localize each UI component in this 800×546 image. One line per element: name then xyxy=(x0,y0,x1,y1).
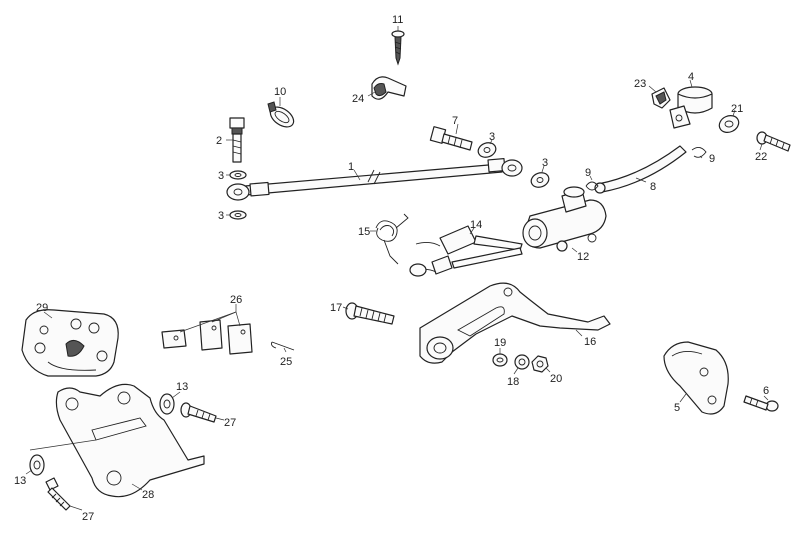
part-2-bolt xyxy=(229,117,245,163)
part-20-nut xyxy=(531,355,549,373)
part-1-brake-hose xyxy=(226,158,523,201)
part-12-master-cylinder xyxy=(522,186,607,252)
callout-6: 6 xyxy=(763,385,769,397)
leader-lines xyxy=(25,26,769,511)
callout-25: 25 xyxy=(280,356,292,368)
part-10-hose-clip xyxy=(267,101,295,128)
callout-9-left: 9 xyxy=(585,167,591,179)
part-15-spring xyxy=(375,213,409,265)
part-8-hose xyxy=(594,145,687,194)
part-19-washer xyxy=(492,353,508,367)
callout-16: 16 xyxy=(584,336,596,348)
callout-17: 17 xyxy=(330,302,342,314)
callout-21: 21 xyxy=(731,103,743,115)
callout-labels: 11 24 10 2 3 3 1 7 3 3 9 9 8 4 23 21 22 … xyxy=(14,14,769,523)
part-9-clips xyxy=(585,147,707,191)
part-13-washers xyxy=(29,393,175,476)
part-11-screw xyxy=(391,30,405,66)
callout-19: 19 xyxy=(494,337,506,349)
callout-10: 10 xyxy=(274,86,286,98)
callout-28: 28 xyxy=(142,489,154,501)
part-5-guard xyxy=(663,341,729,415)
part-29-caliper xyxy=(21,309,119,377)
callout-14: 14 xyxy=(470,219,482,231)
part-3-washers xyxy=(229,142,550,220)
callout-24: 24 xyxy=(352,93,364,105)
part-18-washer xyxy=(514,354,530,370)
part-23-bracket xyxy=(651,87,671,109)
callout-27-upper: 27 xyxy=(224,417,236,429)
callout-29: 29 xyxy=(36,302,48,314)
callout-7: 7 xyxy=(452,115,458,127)
callout-12: 12 xyxy=(577,251,589,263)
part-28-bracket-plate xyxy=(55,383,205,498)
callout-23: 23 xyxy=(634,78,646,90)
callout-5: 5 xyxy=(674,402,680,414)
callout-27-lower: 27 xyxy=(82,511,94,523)
part-7-bolt xyxy=(429,126,473,151)
callout-3-lower-right: 3 xyxy=(542,157,548,169)
part-14-push-rod xyxy=(409,225,523,277)
part-17-pivot-bolt xyxy=(345,302,395,325)
part-24-clamp xyxy=(371,76,407,100)
part-4-reservoir xyxy=(669,86,713,129)
part-25-pin xyxy=(271,341,295,351)
part-27-bolts xyxy=(45,402,217,511)
callout-8: 8 xyxy=(650,181,656,193)
callout-2: 2 xyxy=(216,135,222,147)
callout-11: 11 xyxy=(392,14,403,26)
callout-13-upper: 13 xyxy=(176,381,188,393)
part-21-washer xyxy=(718,115,740,133)
part-22-screw xyxy=(756,131,791,152)
part-6-screw xyxy=(743,395,779,412)
callout-3-lower-left: 3 xyxy=(218,210,224,222)
callout-18: 18 xyxy=(507,376,519,388)
callout-4: 4 xyxy=(688,71,694,83)
callout-15: 15 xyxy=(358,226,370,238)
part-26-brake-pads xyxy=(161,319,253,355)
callout-1: 1 xyxy=(348,161,354,173)
callout-9-right: 9 xyxy=(709,153,715,165)
callout-13-lower: 13 xyxy=(14,475,26,487)
callout-26: 26 xyxy=(230,294,242,306)
callout-3-upper-right: 3 xyxy=(489,131,495,143)
callout-22: 22 xyxy=(755,151,767,163)
callout-20: 20 xyxy=(550,373,562,385)
part-16-brake-pedal xyxy=(419,282,611,364)
callout-3-upper-left: 3 xyxy=(218,170,224,182)
